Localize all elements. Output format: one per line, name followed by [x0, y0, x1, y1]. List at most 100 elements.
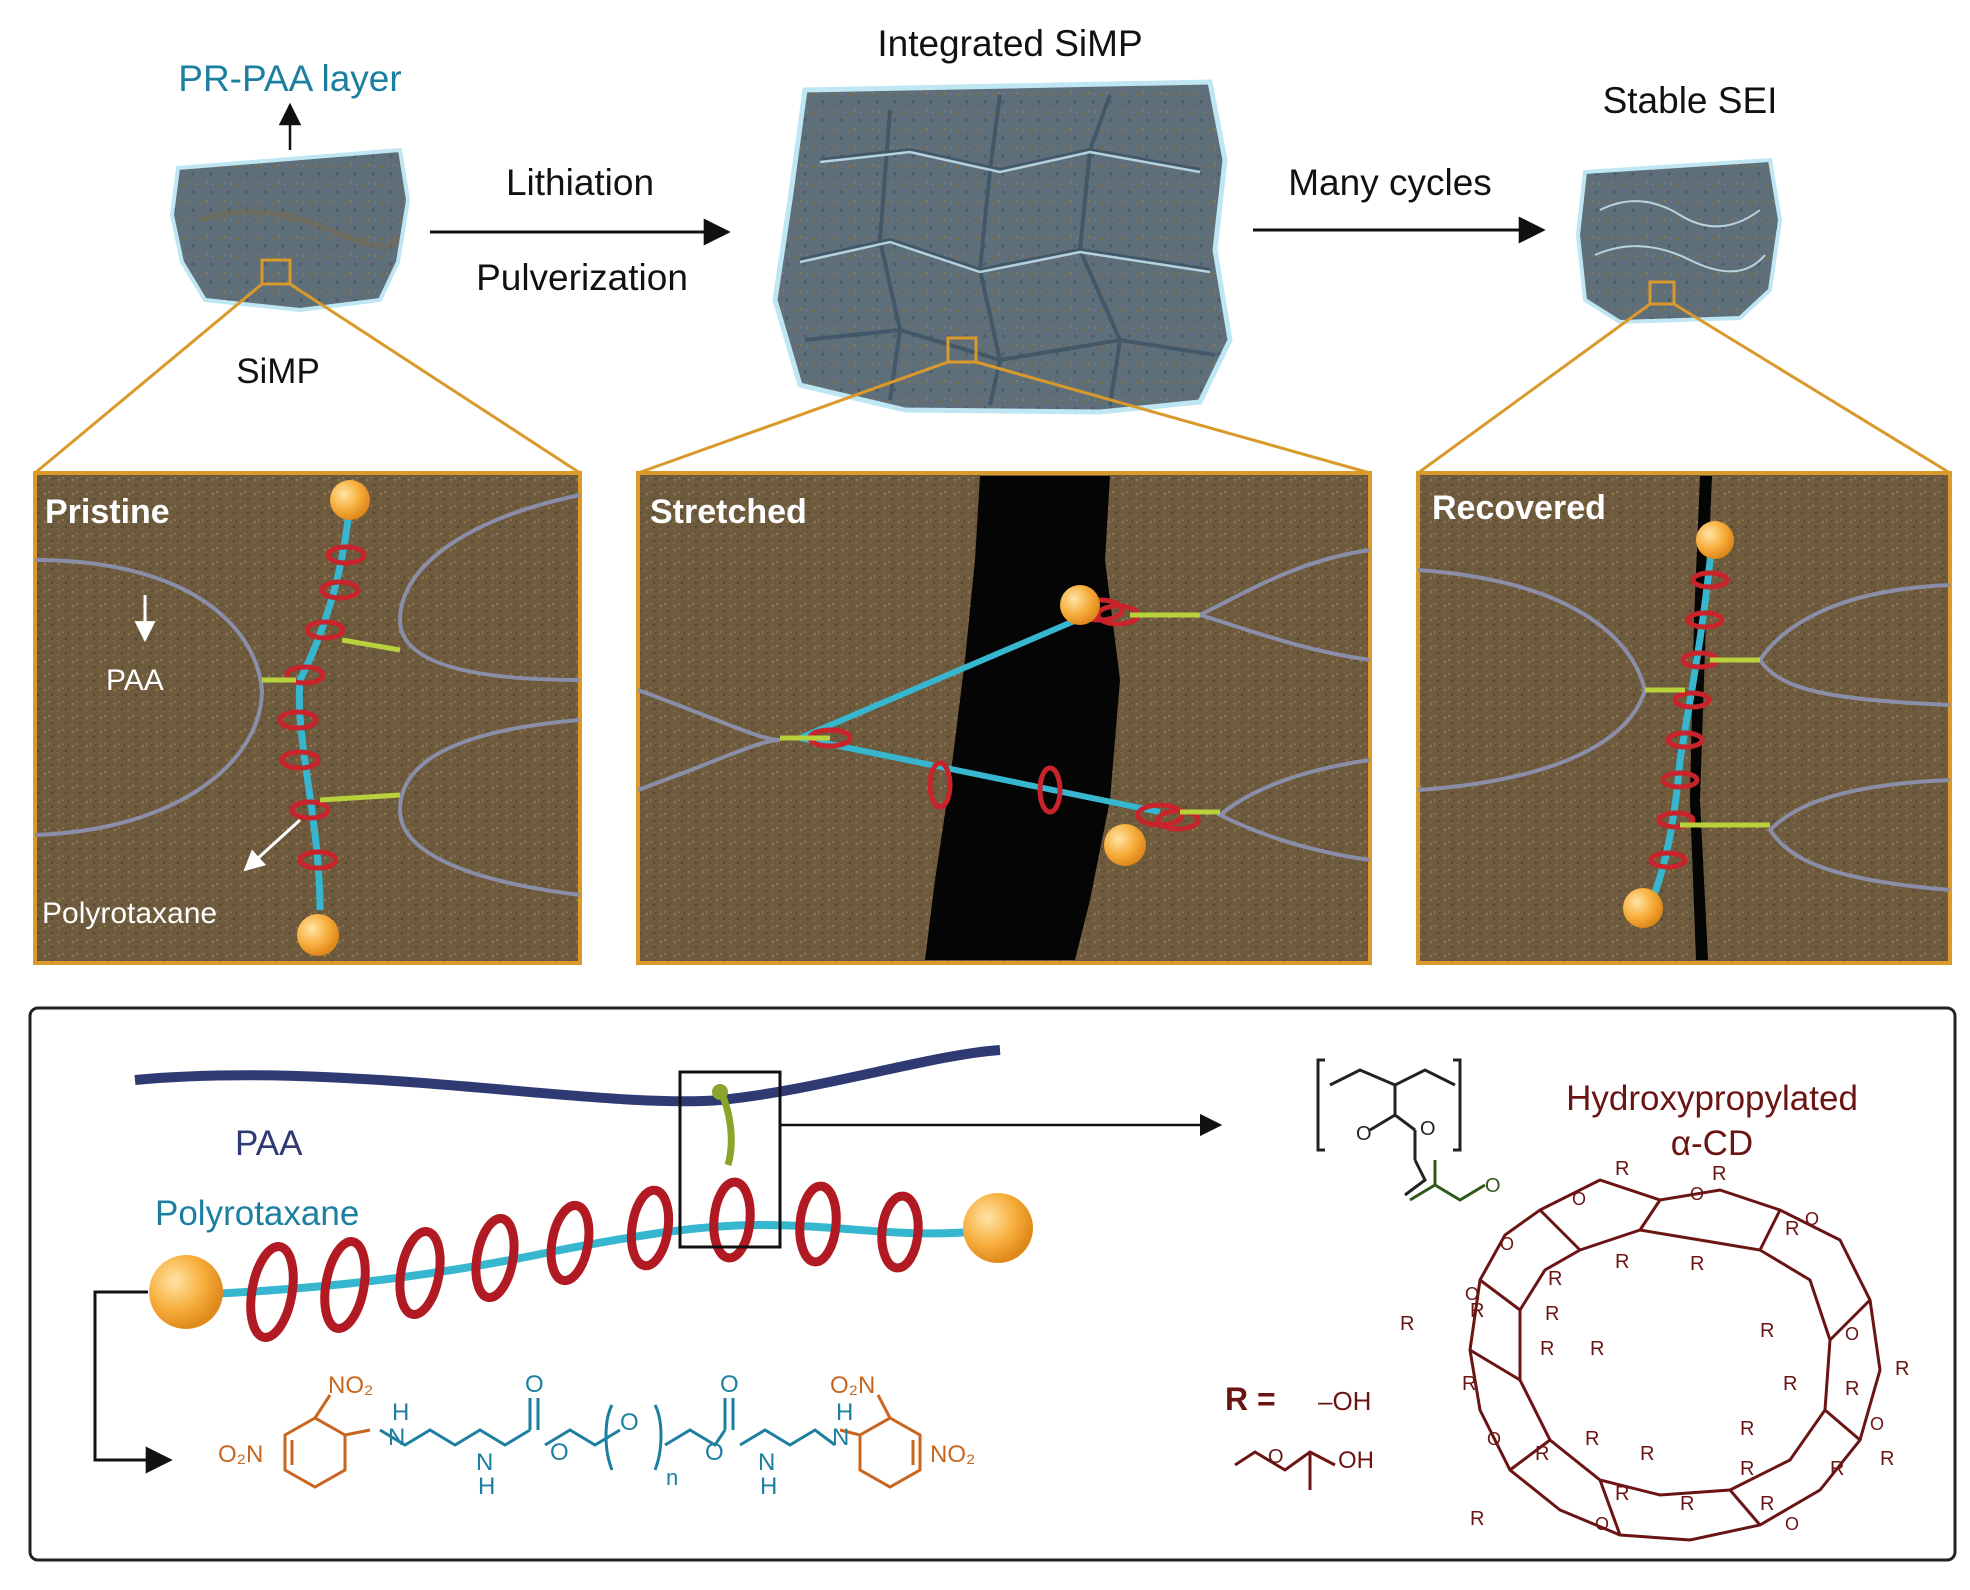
no2-right-label: NO₂	[930, 1441, 975, 1468]
svg-text:O: O	[1572, 1189, 1586, 1209]
o-carbonyl-right-label: O	[720, 1371, 739, 1398]
no2-left-label: NO₂	[328, 1372, 373, 1399]
n-mid-right-label: N	[758, 1449, 775, 1476]
svg-text:R: R	[1760, 1320, 1774, 1342]
pristine-panel: Pristine PAA Polyrotaxane	[33, 471, 582, 965]
svg-text:O: O	[1870, 1414, 1884, 1434]
svg-text:R: R	[1895, 1358, 1909, 1380]
stopper-bead-icon	[1696, 521, 1734, 559]
o-ester-right-label: O	[705, 1439, 724, 1466]
svg-text:R: R	[1462, 1373, 1476, 1395]
svg-text:R: R	[1615, 1251, 1629, 1273]
svg-text:R: R	[1880, 1448, 1894, 1470]
paa-repeat-unit	[1316, 1058, 1462, 1197]
svg-text:R: R	[1590, 1338, 1604, 1360]
stopper-bead-icon	[330, 480, 370, 520]
o-linker-label: O	[1485, 1175, 1501, 1197]
structure-box: PAA Polyrotaxane	[28, 1006, 1957, 1562]
n-mid-left-label: N	[476, 1449, 493, 1476]
svg-text:R: R	[1712, 1163, 1726, 1185]
polyrotaxane-pointer-arrow-icon	[243, 818, 302, 872]
hp-cd-label-line2: α-CD	[1671, 1124, 1753, 1163]
svg-text:R: R	[1740, 1418, 1754, 1440]
pristine-label: Pristine	[45, 493, 170, 531]
stopper-bead-icon	[1623, 888, 1663, 928]
polyrotaxane-axle	[189, 1220, 996, 1299]
svg-text:O: O	[1785, 1514, 1799, 1534]
h-mid-left-label: H	[478, 1473, 495, 1500]
o2n-left-label: O₂N	[218, 1441, 263, 1468]
o-paa-ester-label: O	[1420, 1118, 1436, 1140]
integrated-simp-label: Integrated SiMP	[877, 23, 1142, 64]
o2n-right-label: O₂N	[830, 1372, 875, 1399]
svg-text:O: O	[1500, 1234, 1514, 1254]
svg-text:R: R	[1640, 1443, 1654, 1465]
svg-text:R: R	[1540, 1338, 1554, 1360]
svg-text:R: R	[1548, 1268, 1562, 1290]
svg-text:O: O	[1805, 1209, 1819, 1229]
stopper-bead-icon	[149, 1255, 223, 1329]
n-right-label: N	[832, 1424, 849, 1451]
paa-chain	[134, 1045, 1001, 1107]
recovered-label: Recovered	[1432, 489, 1606, 527]
o-peg-label: O	[620, 1409, 639, 1436]
simp-label: SiMP	[236, 352, 320, 391]
svg-text:R: R	[1470, 1508, 1484, 1530]
sei-zoom-box	[1648, 280, 1676, 306]
h-left-label: H	[392, 1399, 409, 1426]
svg-text:R: R	[1845, 1378, 1859, 1400]
pristine-paa-label: PAA	[106, 664, 164, 697]
svg-text:O: O	[1845, 1324, 1859, 1344]
o-carbonyl-left-label: O	[525, 1371, 544, 1398]
simp-zoom-box	[260, 258, 292, 286]
many-cycles-label: Many cycles	[1288, 162, 1492, 203]
cd-r-groups: R R R R R R R R R R R R R R R R R R R R …	[1400, 1158, 1909, 1530]
svg-text:R: R	[1785, 1218, 1799, 1240]
recovered-panel: Recovered	[1416, 471, 1952, 965]
svg-text:R: R	[1760, 1493, 1774, 1515]
pulverization-label: Pulverization	[476, 257, 688, 298]
linker-node	[712, 1084, 728, 1100]
stopper-structure-arrow-icon	[93, 1290, 173, 1474]
simp-particle	[169, 147, 411, 313]
svg-text:R: R	[1470, 1300, 1484, 1322]
box-polyrotaxane-label: Polyrotaxane	[155, 1194, 359, 1233]
svg-text:R: R	[1545, 1303, 1559, 1325]
stopper-bead-icon	[1104, 824, 1146, 866]
zoom-lines	[34, 282, 1951, 475]
hydroxypropyl-linker	[1409, 1160, 1486, 1202]
stopper-bead-icon	[297, 914, 339, 956]
svg-text:O: O	[1487, 1429, 1501, 1449]
svg-text:R: R	[1615, 1483, 1629, 1505]
svg-text:R: R	[1740, 1458, 1754, 1480]
prpaa-layer-label: PR-PAA layer	[178, 58, 401, 99]
h-right-label: H	[836, 1399, 853, 1426]
box-paa-label: PAA	[235, 1124, 303, 1163]
hp-cd-label-line1: Hydroxypropylated	[1566, 1079, 1858, 1118]
stretched-label: Stretched	[650, 493, 807, 531]
r-oh-label: –OH	[1318, 1386, 1371, 1416]
alpha-cd-ring	[1468, 1178, 1882, 1542]
svg-text:R: R	[1783, 1373, 1797, 1395]
svg-text:O: O	[1595, 1514, 1609, 1534]
svg-text:O: O	[1690, 1184, 1704, 1204]
pristine-polyrotaxane-label: Polyrotaxane	[42, 897, 217, 930]
r-equals-label: R =	[1225, 1381, 1276, 1417]
svg-text:R: R	[1680, 1493, 1694, 1515]
svg-text:R: R	[1535, 1443, 1549, 1465]
r-oh2-label: OH	[1338, 1447, 1374, 1474]
integrated-simp-particle	[772, 79, 1233, 415]
stable-sei-particle	[1575, 157, 1783, 325]
n-left-label: N	[388, 1424, 405, 1451]
r-o-label: O	[1268, 1446, 1284, 1468]
svg-text:R: R	[1830, 1458, 1844, 1480]
hydroxypropyl-group	[1234, 1450, 1336, 1490]
svg-text:O: O	[1465, 1284, 1479, 1304]
highlight-box	[678, 1070, 782, 1249]
svg-text:R: R	[1690, 1253, 1704, 1275]
h-mid-right-label: H	[760, 1473, 777, 1500]
svg-text:R: R	[1400, 1313, 1414, 1335]
lithiation-label: Lithiation	[506, 162, 654, 203]
svg-text:R: R	[1615, 1158, 1629, 1180]
